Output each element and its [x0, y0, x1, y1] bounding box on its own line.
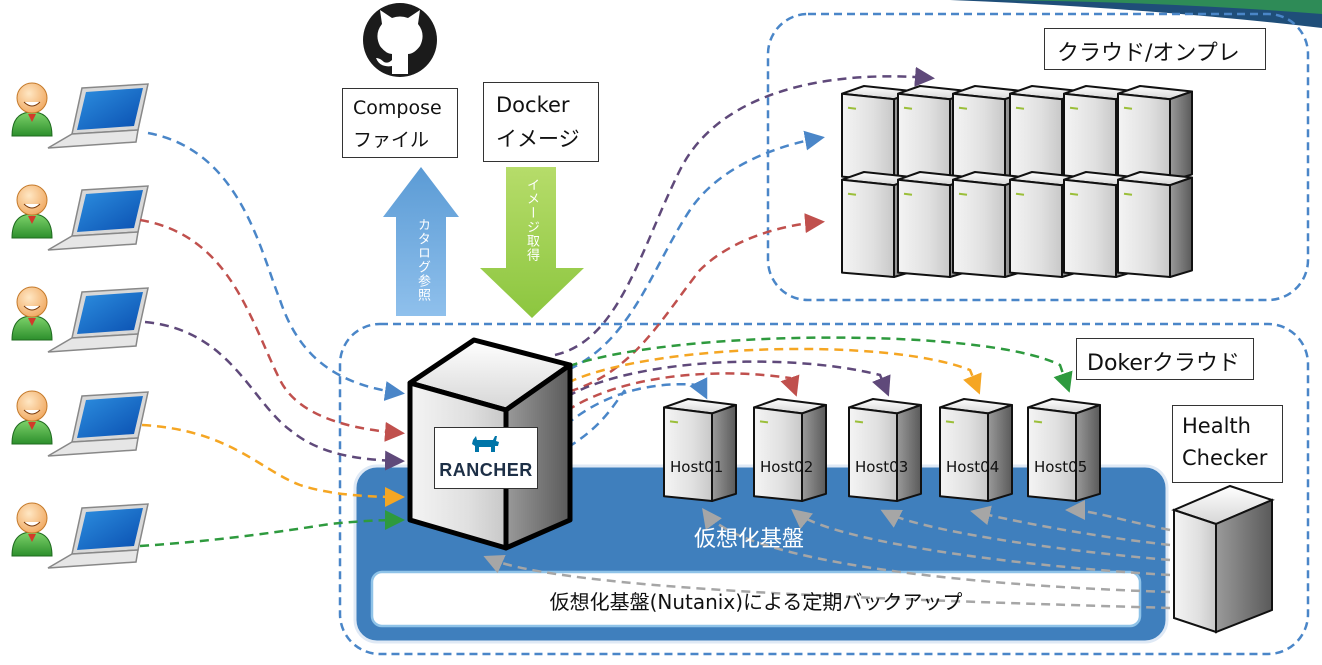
host-server-group — [663, 398, 1101, 502]
corner-decoration-accent — [1000, 0, 1322, 14]
docker-cloud-label-box: Dokerクラウド — [1076, 338, 1254, 380]
user-3 — [11, 286, 149, 353]
cloud-server-grid — [841, 85, 1193, 278]
user-4 — [11, 390, 149, 457]
rancher-server — [407, 337, 573, 551]
host-label-2: Host02 — [760, 458, 814, 476]
compose-file-box: Compose ファイル — [342, 88, 458, 158]
backup-label: 仮想化基盤(Nutanix)による定期バックアップ — [549, 590, 963, 614]
docker-line1: Docker — [496, 93, 570, 117]
docker-image-box: Docker イメージ — [483, 82, 599, 162]
user-icon — [11, 286, 53, 341]
user-5 — [11, 502, 149, 569]
cloud-server-6 — [1117, 85, 1193, 182]
host-server-5 — [1027, 398, 1101, 502]
connection-lines — [139, 66, 1171, 610]
image-get-arrow — [480, 167, 584, 318]
health-line2: Checker — [1182, 446, 1268, 470]
health-checker-server — [1171, 484, 1275, 634]
host-label-3: Host03 — [855, 458, 909, 476]
catalog-ref-arrow — [383, 167, 459, 316]
host-server-2 — [753, 398, 827, 502]
user-icon — [11, 82, 53, 137]
host-server-1 — [663, 398, 737, 502]
rancher-logo-box: RANCHER — [434, 427, 538, 489]
catalog-ref-label: カタログ参照 — [415, 218, 430, 302]
user-icon — [11, 502, 53, 557]
docker-line2: イメージ — [496, 127, 580, 151]
user-2 — [11, 184, 149, 251]
health-checker-label-box: Health Checker — [1172, 405, 1283, 483]
github-icon — [363, 3, 437, 77]
user-icon — [11, 390, 53, 445]
compose-line1: Compose — [353, 97, 442, 119]
image-get-label: イメージ取得 — [524, 178, 539, 262]
user-list — [11, 82, 149, 569]
rancher-logo-text: RANCHER — [439, 460, 533, 480]
host-server-3 — [848, 398, 922, 502]
compose-line2: ファイル — [353, 129, 430, 151]
laptop-icon — [47, 83, 149, 149]
laptop-icon — [47, 185, 149, 251]
user-1 — [11, 82, 149, 149]
health-line1: Health — [1182, 414, 1251, 438]
cloud-onprem-label-box: クラウド/オンプレ — [1044, 28, 1266, 70]
docker-cloud-label: Dokerクラウド — [1087, 351, 1240, 376]
cloud-server-12 — [1117, 171, 1193, 278]
cloud-onprem-label: クラウド/オンプレ — [1057, 41, 1240, 66]
rancher-logo — [471, 434, 501, 454]
virtual-base-label: 仮想化基盤 — [694, 527, 805, 552]
host-label-4: Host04 — [946, 458, 1000, 476]
host-label-5: Host05 — [1034, 458, 1088, 476]
laptop-icon — [47, 503, 149, 569]
laptop-icon — [47, 287, 149, 353]
host-server-4 — [939, 398, 1013, 502]
cloud-onprem-region — [766, 12, 1310, 302]
host-label-1: Host01 — [670, 458, 724, 476]
backup-bar — [370, 570, 1142, 628]
laptop-icon — [47, 391, 149, 457]
user-icon — [11, 184, 53, 239]
docker-cloud-region — [338, 322, 1310, 656]
